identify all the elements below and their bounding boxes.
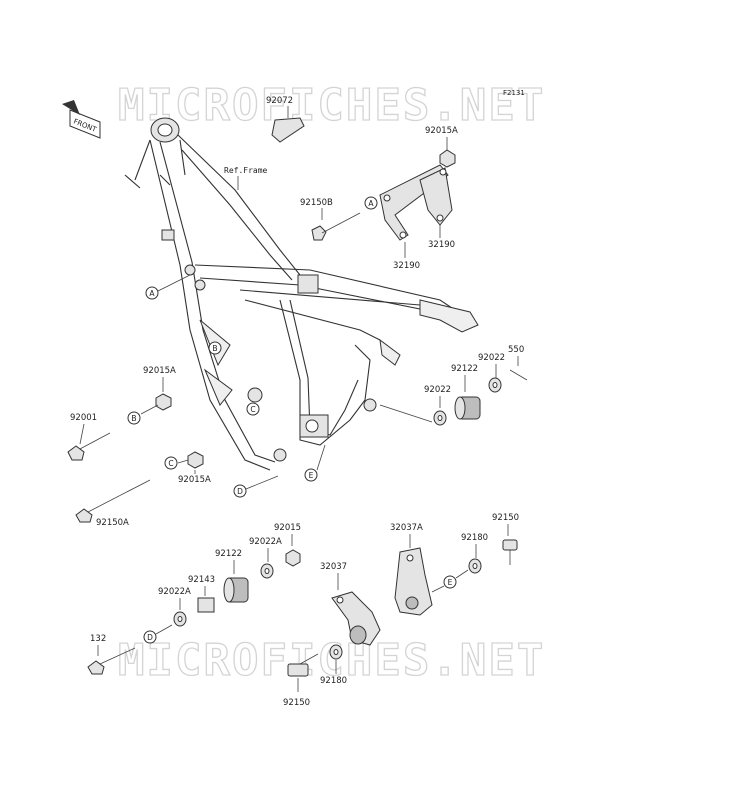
svg-text:C: C [168,459,173,468]
part-132: 132 [90,634,106,644]
bolt-132 [87,647,136,675]
bolt-92150-b [287,653,319,677]
part-32190-b: 32190 [393,261,420,271]
nut-92015A-low [187,451,204,469]
circle-marker-e: E [304,468,318,482]
circle-marker-c: C [246,402,260,416]
svg-text:C: C [250,405,255,414]
bracket-32037A [394,547,433,616]
part-92150-b: 92150 [283,698,310,708]
circle-marker-d-bottom: D [143,630,157,644]
part-92122-l: 92122 [215,549,242,559]
ref-frame-label: Ref.Frame [224,166,268,175]
part-92180-r: 92180 [461,533,488,543]
front-arrow-icon: FRONT [62,100,101,139]
watermark-top: MICROFICHES.NET [118,80,545,131]
part-92122-r: 92122 [451,364,478,374]
bolt-92150-r [502,539,518,565]
part-92022A-1: 92022A [249,537,282,547]
bracket-92072 [271,117,305,143]
bushing-92122-r [454,396,481,420]
part-32037A: 32037A [390,523,423,533]
svg-text:D: D [237,487,243,496]
part-92015A-mid: 92015A [143,366,176,376]
part-92015A-low: 92015A [178,475,211,485]
part-92015A-top: 92015A [425,126,458,136]
part-92150-r: 92150 [492,513,519,523]
pin-550 [509,369,528,381]
part-92001: 92001 [70,413,97,423]
svg-text:A: A [149,289,155,298]
circle-marker-e-bottom: E [443,575,457,589]
part-92022-r2: 92022 [424,385,451,395]
part-32190-a: 32190 [428,240,455,250]
bolt-92001 [67,432,111,461]
bushing-92122-l [223,577,249,603]
svg-text:E: E [448,578,453,587]
svg-text:B: B [212,344,217,353]
collar-92143 [197,597,215,613]
circle-marker-b: B [208,341,222,355]
part-550: 550 [508,345,524,355]
bolt-92150A [75,479,151,523]
bolt-92150B [311,212,361,241]
part-32037: 32037 [320,562,347,572]
part-92022A-2: 92022A [158,587,191,597]
nut-92015 [285,549,301,567]
part-92143: 92143 [188,575,215,585]
part-92180-b: 92180 [320,676,347,686]
circle-marker-a: A [145,286,159,300]
part-92150A: 92150A [96,518,129,528]
svg-text:B: B [131,414,136,423]
diagram-code: F2131 [503,89,525,97]
bracket-32037 [331,591,381,646]
watermark-bottom: MICROFICHES.NET [118,635,545,686]
nut-92015A-mid [155,393,172,411]
circle-marker-d: D [233,484,247,498]
circle-marker-b-left: B [127,411,141,425]
part-92150B: 92150B [300,198,333,208]
svg-text:D: D [147,633,153,642]
motorcycle-frame [124,117,479,471]
nut-92015A-top [439,149,456,168]
circle-marker-a-top: A [364,196,378,210]
svg-text:E: E [309,471,314,480]
part-92072: 92072 [266,96,293,106]
plate-32190 [379,164,453,241]
svg-text:A: A [368,199,374,208]
circle-marker-c-left: C [164,456,178,470]
part-92015: 92015 [274,523,301,533]
part-92022-r1: 92022 [478,353,505,363]
